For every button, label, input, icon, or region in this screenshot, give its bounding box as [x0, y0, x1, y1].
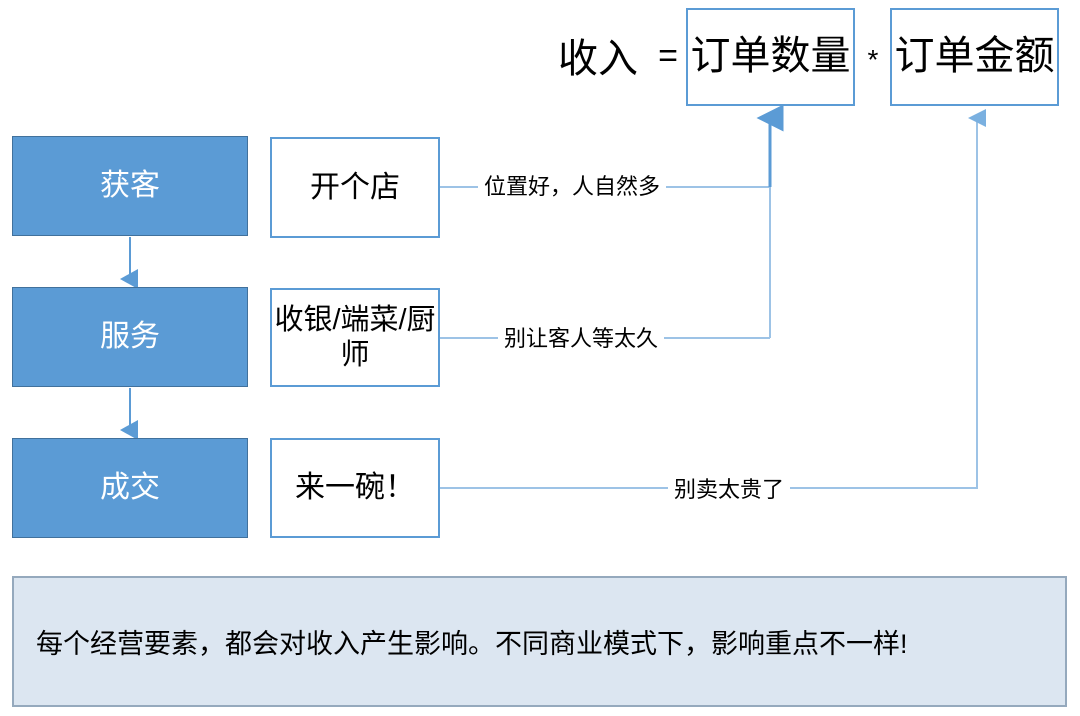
stage-box-acquire[interactable]: 获客 [12, 136, 248, 236]
action-box-order-bowl[interactable]: 来一碗！ [270, 438, 440, 538]
action-box-open-shop-label: 开个店 [310, 170, 400, 204]
stage-box-deal[interactable]: 成交 [12, 438, 248, 538]
formula-term-order-count[interactable]: 订单数量 [686, 8, 855, 106]
edge-label-waiting: 别让客人等太久 [498, 322, 665, 352]
formula-term-order-count-label: 订单数量 [690, 34, 851, 79]
edge-label-location: 位置好，人自然多 [478, 170, 667, 200]
formula-revenue-label: 收入 [558, 37, 638, 81]
formula-term-order-amount-label: 订单金额 [894, 34, 1055, 79]
formula-equals-sign: = [658, 36, 678, 75]
action-box-order-bowl-label: 来一碗！ [295, 471, 415, 505]
action-box-open-shop[interactable]: 开个店 [270, 137, 440, 238]
note-banner-text: 每个经营要素，都会对收入产生影响。不同商业模式下，影响重点不一样! [36, 629, 908, 659]
formula-term-order-amount[interactable]: 订单金额 [890, 8, 1059, 106]
action-box-staffing-label: 收银/端菜/厨师 [274, 304, 436, 371]
note-banner: 每个经营要素，都会对收入产生影响。不同商业模式下，影响重点不一样! [12, 576, 1067, 707]
stage-box-service-label: 服务 [100, 320, 160, 354]
stage-box-deal-label: 成交 [100, 471, 160, 505]
stage-box-acquire-label: 获客 [100, 169, 160, 203]
stage-box-service[interactable]: 服务 [12, 287, 248, 387]
edge-label-pricing: 别卖太贵了 [668, 473, 791, 503]
action-box-staffing[interactable]: 收银/端菜/厨师 [270, 288, 440, 387]
formula-multiply-sign: * [867, 44, 879, 75]
